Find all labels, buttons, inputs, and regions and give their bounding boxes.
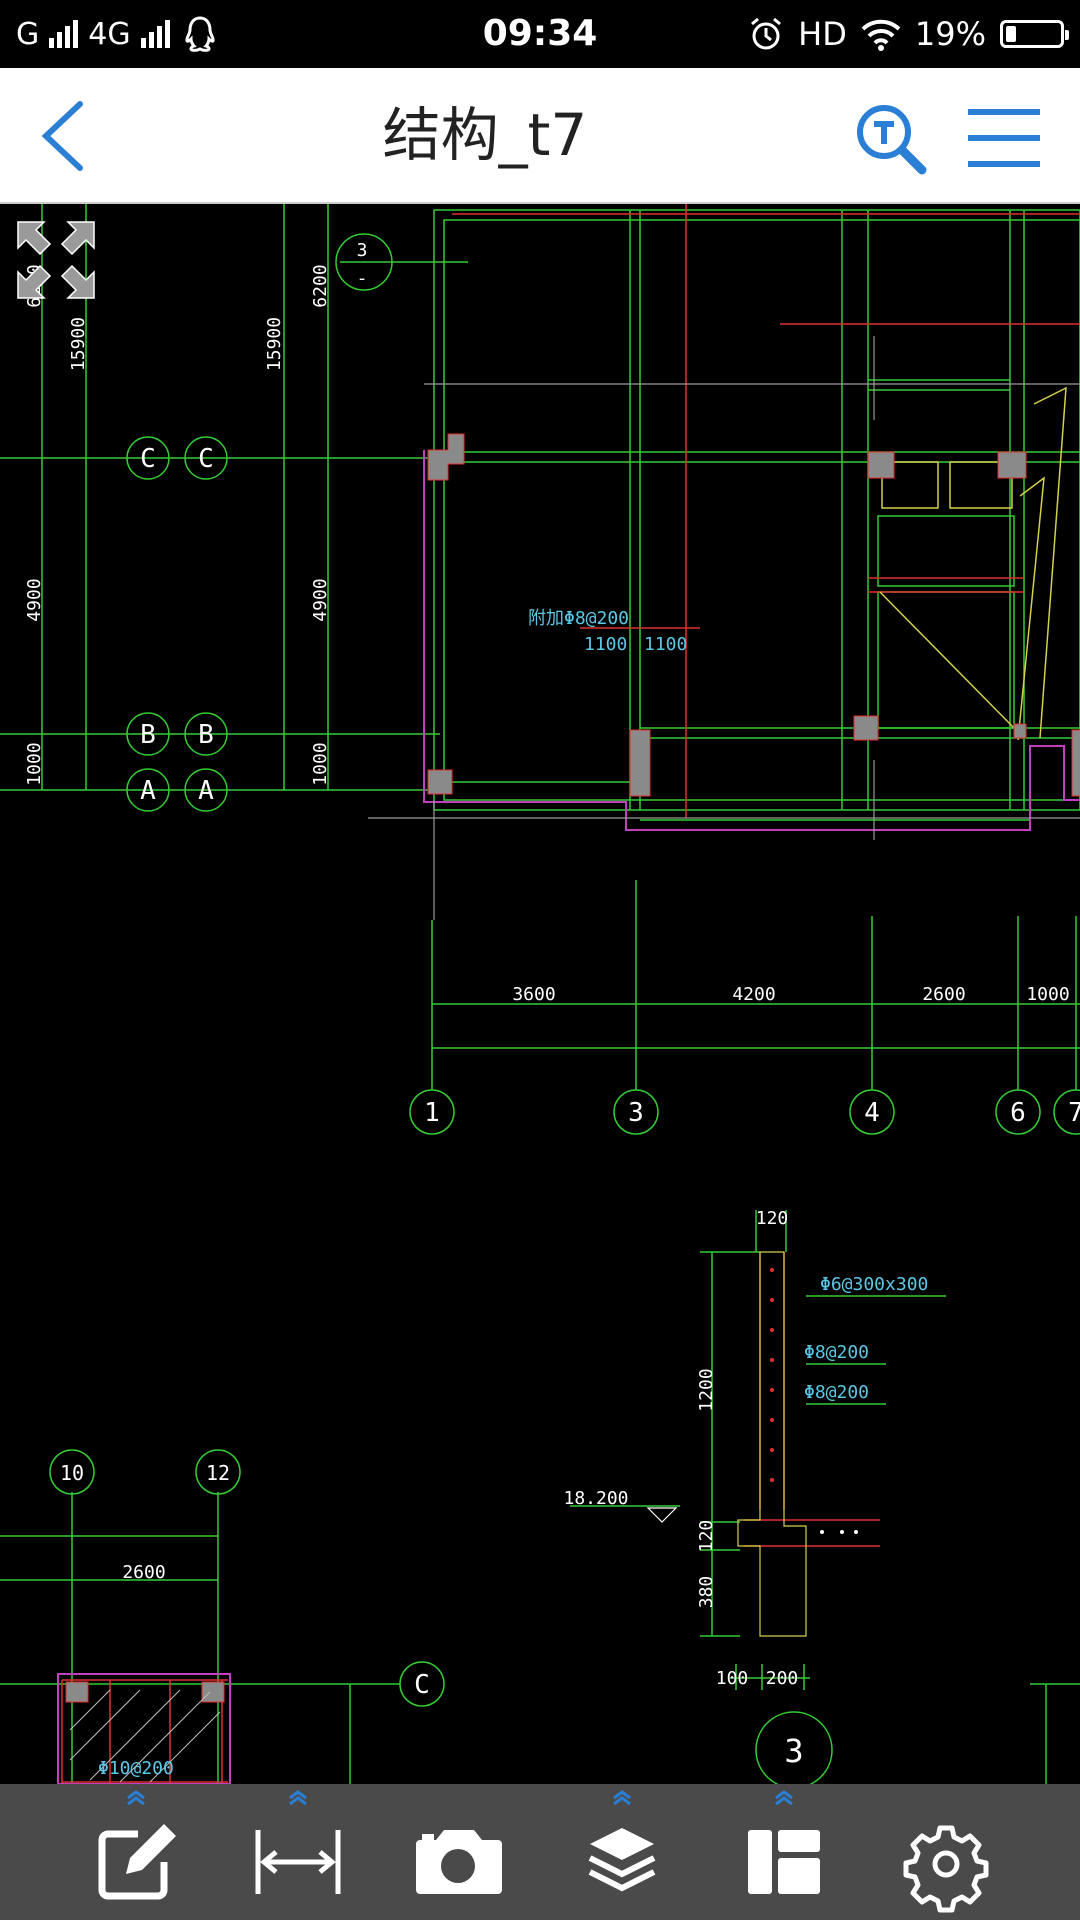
col-bubble-6: 6 (1010, 1098, 1026, 1128)
span-dim-4200: 4200 (732, 984, 775, 1005)
drawing-canvas[interactable]: 15900 15900 6200 6200 4900 4900 1000 100… (0, 204, 1080, 1789)
row-bubble-b1: B (140, 720, 156, 750)
layers-button[interactable] (552, 1784, 692, 1920)
section-marker-num: 3 (357, 240, 368, 261)
alarm-icon (751, 17, 782, 50)
signal-icon-2 (140, 20, 170, 48)
dim-4900-b: 4900 (310, 578, 331, 621)
detail-label-1: Φ6@300x300 (820, 1274, 928, 1295)
detail-section-num: 3 (784, 1732, 803, 1770)
status-right: HD 19% (748, 10, 1069, 58)
settings-icon (903, 1825, 989, 1913)
detail-elev: 18.200 (563, 1488, 628, 1509)
detail-dim-120v: 120 (696, 1520, 717, 1553)
row-bubble-c2: C (198, 444, 214, 474)
dim-4900-a: 4900 (24, 578, 45, 621)
col-bubble-3: 3 (628, 1098, 644, 1128)
battery-level (1006, 26, 1016, 42)
measure-icon (255, 1790, 341, 1894)
note-1100-b: 1100 (644, 634, 687, 655)
wifi-icon (861, 19, 901, 51)
annotate-icon (98, 1790, 176, 1900)
dim-6200-a: 6200 (310, 264, 331, 307)
layers-icon (588, 1790, 656, 1892)
measure-button[interactable] (228, 1784, 368, 1920)
span-dim-3600: 3600 (512, 984, 555, 1005)
dim-15900-b: 15900 (264, 317, 285, 371)
page-title: 结构_t7 (382, 101, 588, 169)
settings-button[interactable] (876, 1784, 1016, 1920)
bubble-10: 10 (60, 1461, 84, 1485)
span-dim-2600: 2600 (922, 984, 965, 1005)
row-bubble-a1: A (140, 776, 156, 806)
camera-button[interactable] (388, 1784, 528, 1920)
status-time: 09:34 (482, 13, 598, 54)
section-marker-sub: - (357, 268, 368, 289)
layout-button[interactable] (714, 1784, 854, 1920)
detail-label-3: Φ8@200 (804, 1382, 869, 1403)
bubble-12: 12 (206, 1461, 230, 1485)
span-dim-1000: 1000 (1026, 984, 1069, 1005)
signal-icon (49, 20, 79, 48)
dim-1000-b: 1000 (310, 742, 331, 785)
app-header: 结构_t7 (0, 68, 1080, 204)
note-1100-a: 1100 (584, 634, 627, 655)
bottom-toolbar (0, 1784, 1080, 1920)
fullscreen-icon[interactable] (14, 218, 98, 302)
text-search-icon[interactable] (850, 98, 930, 178)
detail-dim-100: 100 (716, 1668, 749, 1689)
rebar-note: 附加Φ8@200 (528, 608, 629, 629)
annotate-button[interactable] (66, 1784, 206, 1920)
back-arrow-icon[interactable] (30, 96, 100, 176)
detail-dim-200: 200 (766, 1668, 799, 1689)
status-bar: G 4G 09:34 HD 19% (0, 0, 1080, 68)
detail-label-2: Φ8@200 (804, 1342, 869, 1363)
battery-percent: 19% (914, 15, 986, 53)
status-left: G 4G (16, 10, 220, 58)
col-bubble-4: 4 (864, 1098, 880, 1128)
qq-icon (184, 16, 215, 52)
hd-label: HD (798, 15, 847, 53)
cad-drawing: 15900 15900 6200 6200 4900 4900 1000 100… (0, 204, 1080, 1789)
row-bubble-b2: B (198, 720, 214, 750)
row-bubble-a2: A (198, 776, 214, 806)
detail-dim-120: 120 (756, 1208, 789, 1229)
carrier-1: G (16, 16, 40, 52)
row-bubble-c1: C (140, 444, 156, 474)
lower-rebar-label: Φ10@200 (98, 1758, 174, 1779)
detail-dim-380: 380 (696, 1576, 717, 1609)
detail-dim-1200: 1200 (696, 1368, 717, 1411)
battery-icon (1000, 20, 1069, 48)
dim-1000-a: 1000 (24, 742, 45, 785)
bubble-c-lower: C (414, 1670, 430, 1700)
dim-15900-a: 15900 (68, 317, 89, 371)
camera-icon (416, 1830, 502, 1894)
col-bubble-7: 7 (1068, 1098, 1080, 1128)
col-bubble-1: 1 (424, 1098, 440, 1128)
lower-dim-2600: 2600 (122, 1562, 165, 1583)
carrier-2: 4G (88, 16, 131, 52)
menu-icon[interactable] (964, 98, 1044, 178)
layout-icon (748, 1790, 820, 1894)
